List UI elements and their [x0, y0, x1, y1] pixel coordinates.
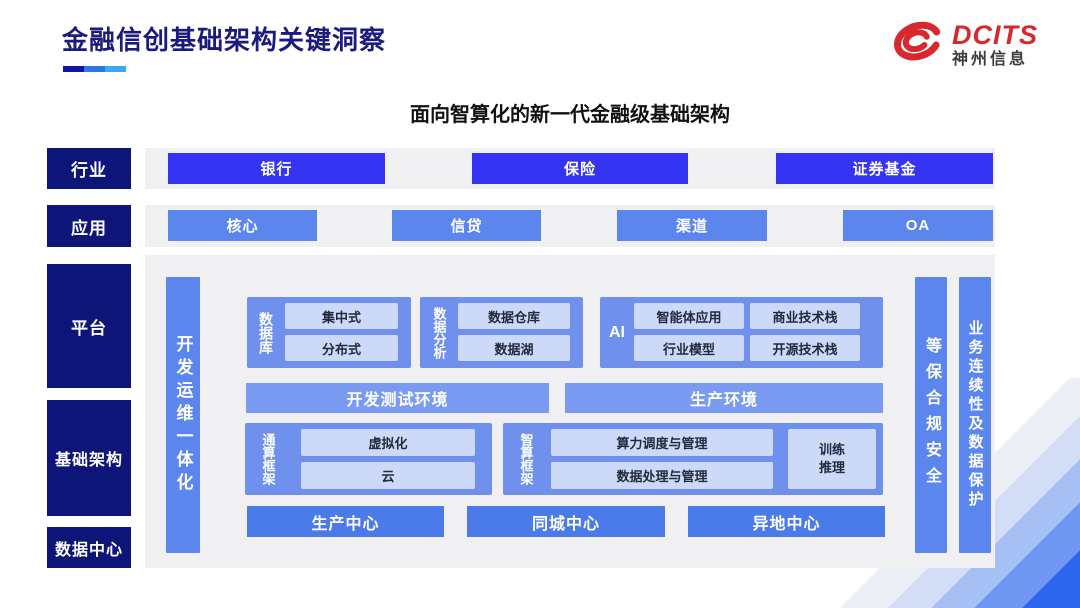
analytics-item-warehouse: 数据仓库 [458, 303, 570, 329]
ai-compute-item-data-management: 数据处理与管理 [551, 462, 773, 489]
underline-segment-light [105, 66, 126, 72]
database-group: 数据库 集中式 分布式 [247, 297, 411, 368]
database-group-label: 数据库 [258, 311, 274, 354]
layer-label-platform: 平台 [47, 264, 131, 388]
app-item-core: 核心 [168, 210, 317, 241]
ai-group-label: AI [609, 323, 625, 341]
ai-item-commercial-stack: 商业技术栈 [750, 303, 860, 329]
layer-label-industry: 行业 [47, 148, 131, 189]
continuity-vertical-bar-label: 业务连续性及数据保护 [966, 320, 984, 510]
page-title: 金融信创基础架构关键洞察 [62, 25, 387, 55]
ai-compute-group: 智算框架 算力调度与管理 数据处理与管理 训练 推理 [503, 423, 883, 495]
analytics-item-lake: 数据湖 [458, 335, 570, 361]
same-city-center-bar: 同城中心 [467, 506, 665, 537]
industry-item-insurance: 保险 [472, 153, 688, 184]
underline-segment-dark [63, 66, 84, 72]
industry-item-bank: 银行 [168, 153, 385, 184]
database-item-distributed: 分布式 [285, 335, 398, 361]
continuity-vertical-bar: 业务连续性及数据保护 [959, 277, 991, 553]
analytics-group-label: 数据分析 [431, 306, 447, 359]
layer-label-application: 应用 [47, 205, 131, 247]
general-compute-group-label: 通算框架 [260, 433, 276, 485]
layer-label-infrastructure: 基础架构 [47, 400, 131, 516]
app-item-oa: OA [843, 210, 993, 241]
devops-vertical-bar-label: 开发运维一体化 [173, 334, 193, 496]
logo-company-text: 神州信息 [952, 50, 1029, 68]
devops-vertical-bar: 开发运维一体化 [166, 277, 200, 553]
infer-line: 推理 [818, 460, 845, 475]
ai-compute-item-train-infer: 训练 推理 [788, 429, 876, 489]
layer-label-datacenter: 数据中心 [47, 527, 131, 568]
security-vertical-bar: 等保合规安全 [915, 277, 947, 553]
remote-center-bar: 异地中心 [688, 506, 885, 537]
company-logo: DCITS 神州信息 [890, 16, 1038, 73]
ai-compute-group-label: 智算框架 [518, 433, 534, 485]
database-item-centralized: 集中式 [285, 303, 398, 329]
production-center-bar: 生产中心 [247, 506, 444, 537]
ai-compute-item-scheduling: 算力调度与管理 [551, 429, 773, 456]
underline-segment-medium [84, 66, 105, 72]
industry-item-securities: 证券基金 [776, 153, 993, 184]
general-compute-item-cloud: 云 [301, 462, 475, 489]
ai-group: AI 智能体应用 商业技术栈 行业模型 开源技术栈 [600, 297, 883, 368]
ai-item-agent-apps: 智能体应用 [634, 303, 744, 329]
dcits-swirl-icon [890, 16, 946, 73]
security-vertical-bar-label: 等保合规安全 [923, 337, 940, 493]
app-item-channel: 渠道 [617, 210, 767, 241]
ai-item-opensource-stack: 开源技术栈 [750, 335, 860, 361]
diagram-title: 面向智算化的新一代金融级基础架构 [410, 104, 730, 126]
app-item-credit: 信贷 [392, 210, 541, 241]
general-compute-group: 通算框架 虚拟化 云 [245, 423, 492, 495]
ai-item-industry-models: 行业模型 [634, 335, 744, 361]
logo-brand-text: DCITS [952, 19, 1038, 50]
dev-test-env-bar: 开发测试环境 [246, 383, 549, 413]
analytics-group: 数据分析 数据仓库 数据湖 [420, 297, 583, 368]
general-compute-item-virtualization: 虚拟化 [301, 429, 475, 456]
train-line: 训练 [818, 441, 845, 457]
production-env-bar: 生产环境 [565, 383, 883, 413]
title-underline [63, 66, 126, 84]
